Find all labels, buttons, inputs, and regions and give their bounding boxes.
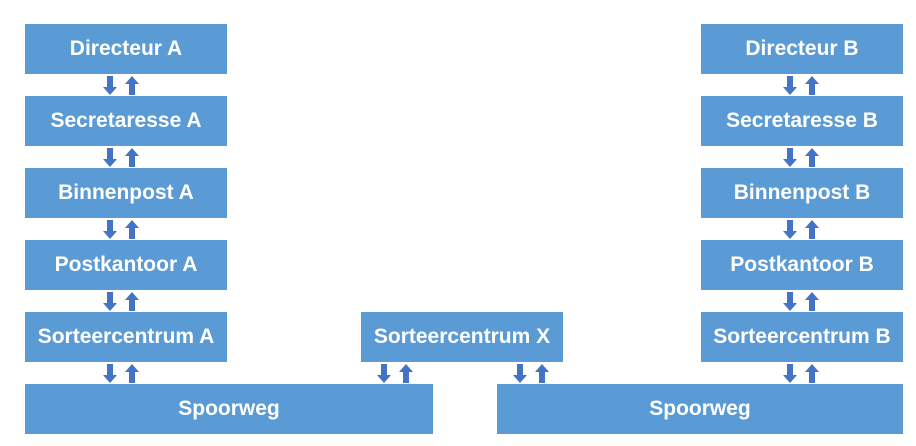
connector-a-2-up-arrow — [125, 148, 139, 167]
connector-b-5-up-arrow — [805, 364, 819, 383]
node-secretary-b: Secretaresse B — [700, 95, 904, 147]
connector-a-5-up-arrow — [125, 364, 139, 383]
connector-b-1-up-arrow — [805, 76, 819, 95]
node-secretary-a: Secretaresse A — [24, 95, 228, 147]
node-director-b: Directeur B — [700, 23, 904, 75]
connector-a-3-down-arrow — [103, 220, 117, 239]
connector-b-3-down-arrow — [783, 220, 797, 239]
connector-x-right-down-arrow — [513, 364, 527, 383]
connector-x-right-up-arrow — [535, 364, 549, 383]
connector-b-2-down-arrow — [783, 148, 797, 167]
connector-a-1-down-arrow — [103, 76, 117, 95]
node-railway-left: Spoorweg — [24, 383, 434, 435]
connector-b-1-down-arrow — [783, 76, 797, 95]
connector-b-3-up-arrow — [805, 220, 819, 239]
node-sorting-center-x: Sorteercentrum X — [360, 311, 564, 363]
connector-a-4-down-arrow — [103, 292, 117, 311]
node-post-office-b: Postkantoor B — [700, 239, 904, 291]
node-sorting-center-a: Sorteercentrum A — [24, 311, 228, 363]
connector-b-4-down-arrow — [783, 292, 797, 311]
connector-b-2-up-arrow — [805, 148, 819, 167]
connector-b-4-up-arrow — [805, 292, 819, 311]
node-sorting-center-b: Sorteercentrum B — [700, 311, 904, 363]
connector-a-4-up-arrow — [125, 292, 139, 311]
connector-a-2-down-arrow — [103, 148, 117, 167]
connector-x-left-up-arrow — [399, 364, 413, 383]
connector-b-5-down-arrow — [783, 364, 797, 383]
connector-a-1-up-arrow — [125, 76, 139, 95]
node-post-office-a: Postkantoor A — [24, 239, 228, 291]
connector-x-left-down-arrow — [377, 364, 391, 383]
node-inbox-b: Binnenpost B — [700, 167, 904, 219]
node-railway-right: Spoorweg — [496, 383, 904, 435]
connector-a-3-up-arrow — [125, 220, 139, 239]
node-director-a: Directeur A — [24, 23, 228, 75]
connector-a-5-down-arrow — [103, 364, 117, 383]
node-inbox-a: Binnenpost A — [24, 167, 228, 219]
